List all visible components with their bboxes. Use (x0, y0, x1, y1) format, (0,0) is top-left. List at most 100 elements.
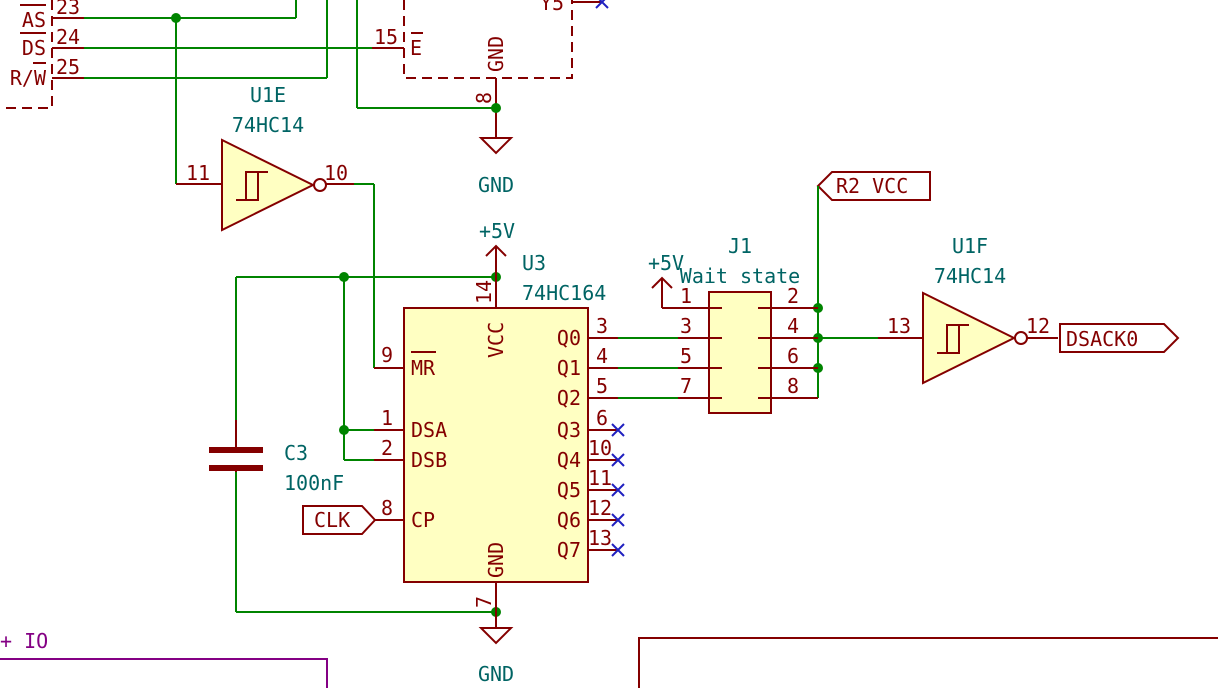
u1e-out-pin-number: 10 (324, 161, 348, 185)
u3-pin-dsb-name: DSB (411, 448, 447, 472)
pin-y5-name: Y5 (540, 0, 564, 15)
q6-no-connect-marker (611, 513, 625, 527)
bottom-right-sheet (638, 637, 1218, 688)
j1-pin-1-number: 1 (680, 284, 692, 308)
u1f-hysteresis-icon (937, 324, 969, 354)
j1-ref: J1 (728, 234, 752, 258)
u3-gnd-name: GND (484, 542, 508, 578)
upper-left-connector: 23 24 25 AS DS R/W (0, 0, 84, 109)
io-sheet-outline (0, 658, 328, 688)
j1-jumper-header: J1 Wait state +5V 1 3 5 7 2 4 6 8 (648, 234, 818, 414)
junction-vcc-rail (339, 272, 349, 282)
c3-ref: C3 (284, 441, 308, 465)
pin-23-number: 23 (56, 0, 80, 19)
u3-vcc-symbol: +5V (479, 219, 515, 277)
u3-pin-11-number: 11 (588, 466, 612, 490)
lower-gnd-triangle (478, 627, 514, 645)
j1-vcc-label: +5V (648, 251, 684, 275)
u3-pin-6-number: 6 (596, 406, 608, 430)
wires (84, 0, 878, 613)
u3-pin-3-number: 3 (596, 314, 608, 338)
u3-pin-12-number: 12 (588, 496, 612, 520)
r2-vcc-global-label: R2 VCC (816, 171, 931, 201)
u3-pin-mr-name: MR (411, 356, 436, 380)
u1e-schmitt-inverter: U1E 74HC14 11 10 (176, 83, 354, 232)
j1-pin-8-number: 8 (787, 374, 799, 398)
u1e-triangle (221, 138, 316, 232)
clk-global-label: CLK (302, 505, 377, 535)
u3-pin-13-number: 13 (588, 526, 612, 550)
u3-vcc-pin-number: 14 (472, 280, 496, 304)
u3-pin-cp-name: CP (411, 508, 435, 532)
u3-body (403, 307, 589, 583)
upper-gnd-symbol: GND (478, 108, 514, 197)
u3-pin-q2-name: Q2 (557, 386, 581, 410)
pin-ds-name: DS (22, 36, 46, 60)
u1f-value: 74HC14 (934, 264, 1006, 288)
u3-pin-dsa-name: DSA (411, 418, 447, 442)
junction-as (171, 13, 181, 23)
u3-vcc-label: +5V (479, 219, 515, 243)
u3-pin-4-number: 4 (596, 344, 608, 368)
u3-value: 74HC164 (522, 281, 606, 305)
q7-no-connect-marker (611, 543, 625, 557)
bottom-left-sheet: + IO (0, 629, 328, 688)
u1f-out-pin-number: 12 (1026, 314, 1050, 338)
dsack0-label-text: DSACK0 (1066, 327, 1138, 351)
dsack0-global-label: DSACK0 (1059, 323, 1180, 353)
right-sheet-outline (638, 637, 1218, 688)
u3-pin-5-number: 5 (596, 374, 608, 398)
j1-value: Wait state (680, 264, 800, 288)
u3-pin-q3-name: Q3 (557, 418, 581, 442)
q4-no-connect-marker (611, 453, 625, 467)
u3-pin-8-number: 8 (381, 496, 393, 520)
pin-e-name: E (410, 36, 422, 60)
decoder-outline (403, 0, 573, 79)
j1-pin-2-number: 2 (787, 284, 799, 308)
clk-label-outline (302, 505, 377, 535)
u3-pin-10-number: 10 (588, 436, 612, 460)
u3-pin-1-number: 1 (381, 406, 393, 430)
u3-pin-q0-name: Q0 (557, 326, 581, 350)
u1f-triangle (922, 291, 1017, 385)
u3-right-pins: 3 Q0 4 Q1 5 Q2 6 Q3 10 Q4 11 Q5 12 Q6 (557, 314, 625, 562)
u1f-schmitt-inverter: U1F 74HC14 13 12 (878, 234, 1058, 385)
r2-vcc-label-outline (816, 171, 931, 201)
junction-upper-gnd (491, 103, 501, 113)
c3-value: 100nF (284, 471, 344, 495)
j1-pin-3-number: 3 (680, 314, 692, 338)
j1-pin-4-number: 4 (787, 314, 799, 338)
upper-decoder-chip: 15 E GND 8 Y5 (372, 0, 609, 108)
j1-pin-5-number: 5 (680, 344, 692, 368)
u3-pin-q5-name: Q5 (557, 478, 581, 502)
u3-shift-register: U3 74HC164 14 VCC 7 GND 9 MR 1 DSA 2 DSB… (374, 251, 625, 612)
connector-outline (0, 0, 53, 109)
q5-no-connect-marker (611, 483, 625, 497)
q3-no-connect-marker (611, 423, 625, 437)
lower-gnd-symbol: GND (478, 612, 514, 686)
u3-pin-q1-name: Q1 (557, 356, 581, 380)
y5-no-connect-marker (595, 0, 609, 9)
j1-pin-7-number: 7 (680, 374, 692, 398)
r2-vcc-label-text: R2 VCC (836, 174, 908, 198)
u1e-value: 74HC14 (232, 113, 304, 137)
u3-pin-q6-name: Q6 (557, 508, 581, 532)
j1-body (708, 291, 772, 414)
j1-pin-6-number: 6 (787, 344, 799, 368)
u3-ref: U3 (522, 251, 546, 275)
pin-rw-name: R/W (10, 66, 47, 90)
j1-vcc-arrow (651, 276, 673, 289)
decoder-gnd-pin-number: 8 (472, 92, 496, 104)
u1e-ref: U1E (250, 83, 286, 107)
u3-pin-2-number: 2 (381, 436, 393, 460)
upper-gnd-label: GND (478, 173, 514, 197)
clk-label-text: CLK (314, 508, 350, 532)
lower-gnd-label: GND (478, 662, 514, 686)
u3-pin-q4-name: Q4 (557, 448, 581, 472)
upper-gnd-triangle (478, 137, 514, 155)
u1e-hysteresis-icon (236, 171, 268, 201)
u1f-in-pin-number: 13 (887, 314, 911, 338)
io-sheet-label: + IO (0, 629, 48, 653)
pin-25-number: 25 (56, 55, 80, 79)
